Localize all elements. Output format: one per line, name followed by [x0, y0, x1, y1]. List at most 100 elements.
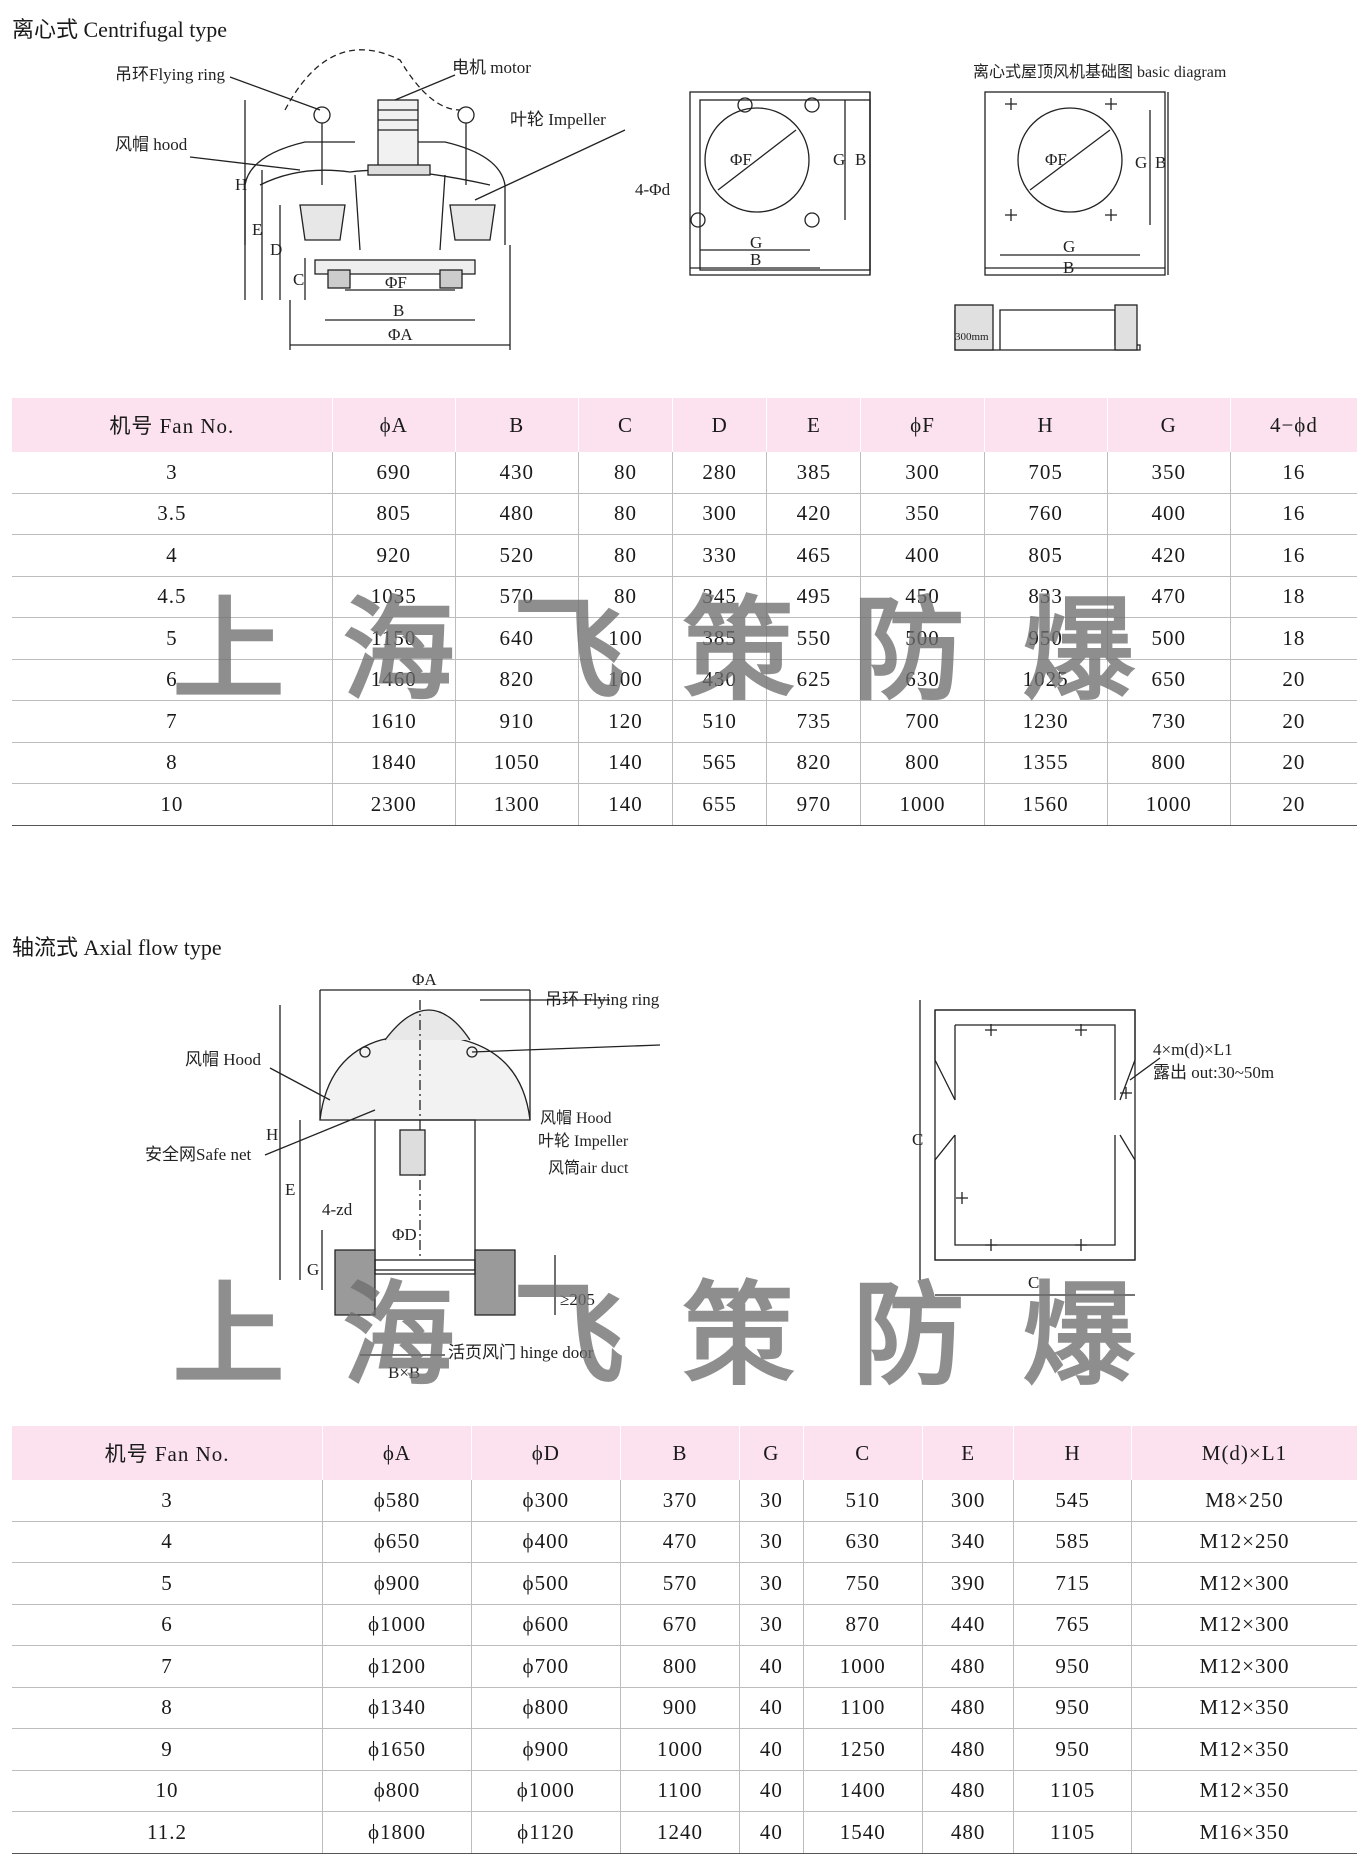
cell: M8×250 [1131, 1480, 1357, 1522]
dim-bxb: B×B [388, 1363, 420, 1380]
cell: 655 [672, 783, 768, 826]
basic-g: G [1063, 237, 1075, 256]
cell: 465 [766, 534, 862, 577]
cell: 650 [1107, 659, 1231, 701]
cell: 805 [332, 493, 456, 535]
cell: ϕ580 [322, 1480, 472, 1522]
dim-phia: ΦA [388, 325, 413, 344]
centrifugal-section-title: 离心式 Centrifugal type [12, 17, 228, 42]
cell: 1000 [620, 1728, 741, 1771]
cell: 6 [12, 1604, 324, 1646]
cell: M12×250 [1131, 1521, 1357, 1563]
plan-phif: ΦF [730, 150, 752, 169]
cell: ϕ400 [471, 1521, 621, 1563]
cell: 750 [803, 1562, 923, 1605]
cell: ϕ500 [471, 1562, 621, 1605]
cell: 20 [1230, 742, 1357, 784]
cell: 1250 [803, 1728, 923, 1771]
cell: 390 [922, 1562, 1015, 1605]
label-air-duct: 风筒air duct [548, 1159, 629, 1177]
cell: 1100 [620, 1770, 741, 1812]
dim-h: H [235, 175, 247, 194]
cell: 30 [739, 1480, 804, 1522]
cell: 40 [739, 1770, 804, 1812]
header-holes: 4−ϕd [1230, 398, 1357, 452]
cell: M12×300 [1131, 1562, 1357, 1605]
cell: 80 [578, 576, 674, 618]
dim-zd: 4-zd [322, 1200, 353, 1219]
label-safe-net: 安全网Safe net [145, 1145, 252, 1164]
cell: 16 [1230, 452, 1357, 494]
cell: 345 [672, 576, 768, 618]
label-hood-left: 风帽 Hood [185, 1050, 262, 1069]
cell: 700 [860, 700, 985, 743]
dim-e: E [285, 1180, 295, 1199]
cell: 4 [12, 534, 333, 577]
cell: 920 [332, 534, 456, 577]
cell: 40 [739, 1687, 804, 1729]
dim-phif: ΦF [385, 273, 407, 292]
cell: 910 [455, 700, 579, 743]
cell: 820 [766, 742, 862, 784]
header-b: B [455, 398, 579, 452]
cell: 6 [12, 659, 333, 701]
label-flying-ring: 吊环 Flying ring [545, 990, 660, 1009]
cell: 480 [922, 1811, 1015, 1854]
dim-b: B [393, 301, 404, 320]
cell: 545 [1013, 1480, 1132, 1522]
header-d: ϕD [471, 1426, 621, 1480]
cell: 330 [672, 534, 768, 577]
basic-diagram-title: 离心式屋顶风机基础图 basic diagram [973, 63, 1227, 81]
cell: 30 [739, 1562, 804, 1605]
basic-b-vertical: B [1155, 153, 1166, 172]
cell: 500 [1107, 617, 1231, 660]
dim-g: G [307, 1260, 319, 1279]
cell: 420 [1107, 534, 1231, 577]
cell: 140 [578, 742, 674, 784]
axial-drawings: ΦA 吊环 Flying ring 风帽 Hood 安全网Safe net 风帽… [145, 970, 1274, 1380]
cell: ϕ900 [322, 1562, 472, 1605]
cell: 765 [1013, 1604, 1132, 1646]
plan-c-vertical: C [912, 1130, 923, 1149]
cell: 7 [12, 1645, 324, 1688]
basic-height-label: 300mm [955, 331, 989, 343]
cell: ϕ900 [471, 1728, 621, 1771]
cell: 870 [803, 1604, 923, 1646]
cell: 1610 [332, 700, 456, 743]
cell: ϕ1120 [471, 1811, 621, 1854]
cell: 4.5 [12, 576, 333, 618]
cell: 495 [766, 576, 862, 618]
cell: 30 [739, 1604, 804, 1646]
cell: ϕ800 [322, 1770, 472, 1812]
cell: 7 [12, 700, 333, 743]
cell: 20 [1230, 700, 1357, 743]
cell: 480 [455, 493, 579, 535]
label-motor: 电机 motor [452, 58, 531, 77]
cell: ϕ1000 [471, 1770, 621, 1812]
cell: 800 [620, 1645, 741, 1688]
cell: ϕ1340 [322, 1687, 472, 1729]
axial-section-title: 轴流式 Axial flow type [12, 935, 222, 960]
header-e: E [922, 1426, 1015, 1480]
cell: 520 [455, 534, 579, 577]
cell: 970 [766, 783, 862, 826]
label-impeller: 叶轮 Impeller [510, 110, 606, 129]
cell: ϕ1000 [322, 1604, 472, 1646]
cell: 8 [12, 1687, 324, 1729]
cell: ϕ300 [471, 1480, 621, 1522]
cell: 950 [1013, 1687, 1132, 1729]
cell: 80 [578, 493, 674, 535]
header-fan-no: 机号 Fan No. [12, 398, 333, 452]
cell: 630 [803, 1521, 923, 1563]
cell: 1300 [455, 783, 579, 826]
header-fan-no: 机号 Fan No. [12, 1426, 324, 1480]
plan-b: B [750, 250, 761, 269]
